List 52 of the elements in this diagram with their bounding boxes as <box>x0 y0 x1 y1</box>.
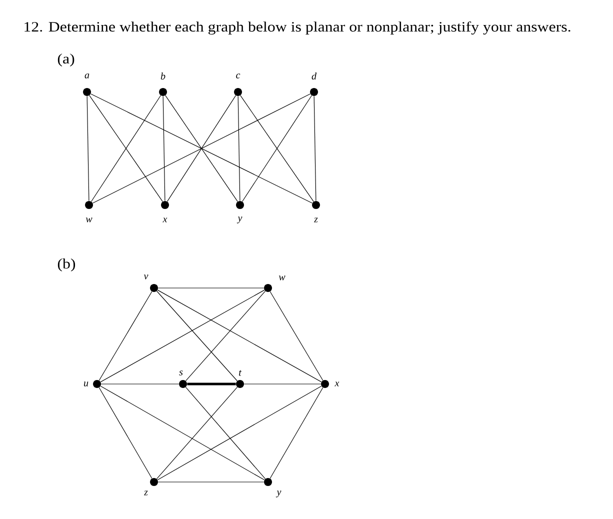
edge-line <box>270 291 324 381</box>
vertex-dot <box>236 201 244 209</box>
edge-line <box>98 291 152 381</box>
vertex-label: t <box>239 370 242 376</box>
vertex-dot <box>234 88 242 96</box>
part-label: (b) <box>58 258 76 272</box>
vertex-dot <box>150 478 158 486</box>
vertex-label: v <box>144 274 148 280</box>
edge-line <box>100 386 265 480</box>
vertex-dot <box>312 201 320 209</box>
edge-line <box>162 96 166 202</box>
vertex-label: b <box>160 72 166 80</box>
vertex-label: z <box>314 218 318 222</box>
vertex-dot <box>161 201 169 209</box>
vertex-label: u <box>84 382 88 386</box>
part-label: (a) <box>58 54 74 66</box>
vertex-dot <box>264 478 272 486</box>
vertex-label: w <box>278 276 286 280</box>
edge-line <box>157 386 322 480</box>
edge-line <box>157 290 322 382</box>
vertex-dot <box>310 88 318 96</box>
vertex-label: x <box>334 382 340 386</box>
vertex-dot <box>85 201 93 209</box>
edge-line <box>185 386 266 480</box>
vertex-dot <box>93 380 101 388</box>
vertex-label: z <box>144 490 148 496</box>
vertex-label: a <box>84 74 90 78</box>
vertex-label: y <box>236 216 242 224</box>
edge-line <box>86 96 90 202</box>
edge-line <box>187 382 236 386</box>
edge-line <box>156 386 238 480</box>
vertex-label: s <box>179 370 183 376</box>
edge-line <box>238 96 240 202</box>
vertex-label: c <box>236 74 240 78</box>
edge-line <box>314 96 316 202</box>
vertex-dot <box>150 284 158 292</box>
vertex-dot <box>321 380 329 388</box>
edge-line <box>270 387 324 479</box>
vertex-label: y <box>276 490 282 498</box>
edge-line <box>100 290 265 382</box>
question-text: 12. Determine whether each graph below is planar or nonplanar; justify your answers. <box>24 21 570 35</box>
edge-line <box>185 290 266 382</box>
edge-line <box>98 387 152 479</box>
vertex-label: d <box>312 72 317 80</box>
vertex-label: x <box>162 218 168 222</box>
vertex-dot <box>264 284 272 292</box>
edge-line <box>156 290 238 382</box>
vertex-dot <box>236 380 244 388</box>
vertex-dot <box>83 88 91 96</box>
vertex-dot <box>179 380 187 388</box>
vertex-dot <box>159 88 167 96</box>
vertex-label: w <box>86 218 92 222</box>
